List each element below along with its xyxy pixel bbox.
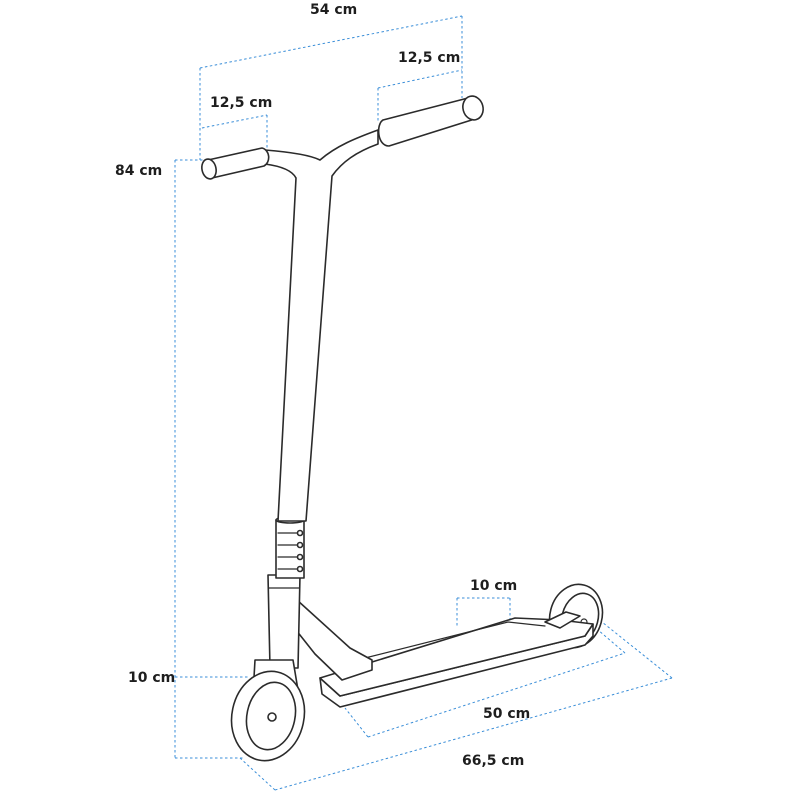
right-grip-dimension-line [377, 69, 463, 89]
right-grip [377, 95, 484, 147]
deck-length-right-extension [597, 629, 626, 654]
scooter-drawing [201, 95, 604, 762]
clamp-bolt [296, 541, 304, 549]
deck-top [319, 617, 594, 697]
clamp-bolt [296, 553, 304, 561]
rear-brake [544, 611, 581, 629]
clamp-bolt [296, 529, 304, 537]
deck-length-dimension-line [367, 652, 626, 738]
total-length-dimension-line [274, 677, 673, 791]
clamp-bolt [296, 565, 304, 573]
bar-clamp [275, 516, 305, 579]
left-grip-dimension-line [201, 114, 268, 129]
headtube [267, 574, 301, 669]
dimension-lines [174, 15, 673, 791]
deck-length-label: 50 cm [483, 706, 530, 722]
front-wheel [230, 670, 306, 762]
total-length-right-extension [601, 621, 673, 679]
total-height-label: 84 cm [115, 163, 162, 179]
deck-length-left-extension [344, 707, 369, 738]
left-grip-label: 12,5 cm [210, 95, 272, 111]
handlebar-t-bar [264, 129, 379, 522]
left-grip [201, 147, 270, 180]
deck-width-label: 10 cm [470, 578, 517, 594]
right-grip-label: 12,5 cm [398, 50, 460, 66]
wheel-height-label: 10 cm [128, 670, 175, 686]
handlebar-width-label: 54 cm [310, 2, 357, 18]
deck-grip-line [364, 621, 546, 659]
total-length-left-extension [239, 757, 276, 791]
dimension-labels: 54 cm 12,5 cm 12,5 cm 84 cm 10 cm 10 cm … [115, 2, 530, 769]
total-length-label: 66,5 cm [462, 753, 524, 769]
